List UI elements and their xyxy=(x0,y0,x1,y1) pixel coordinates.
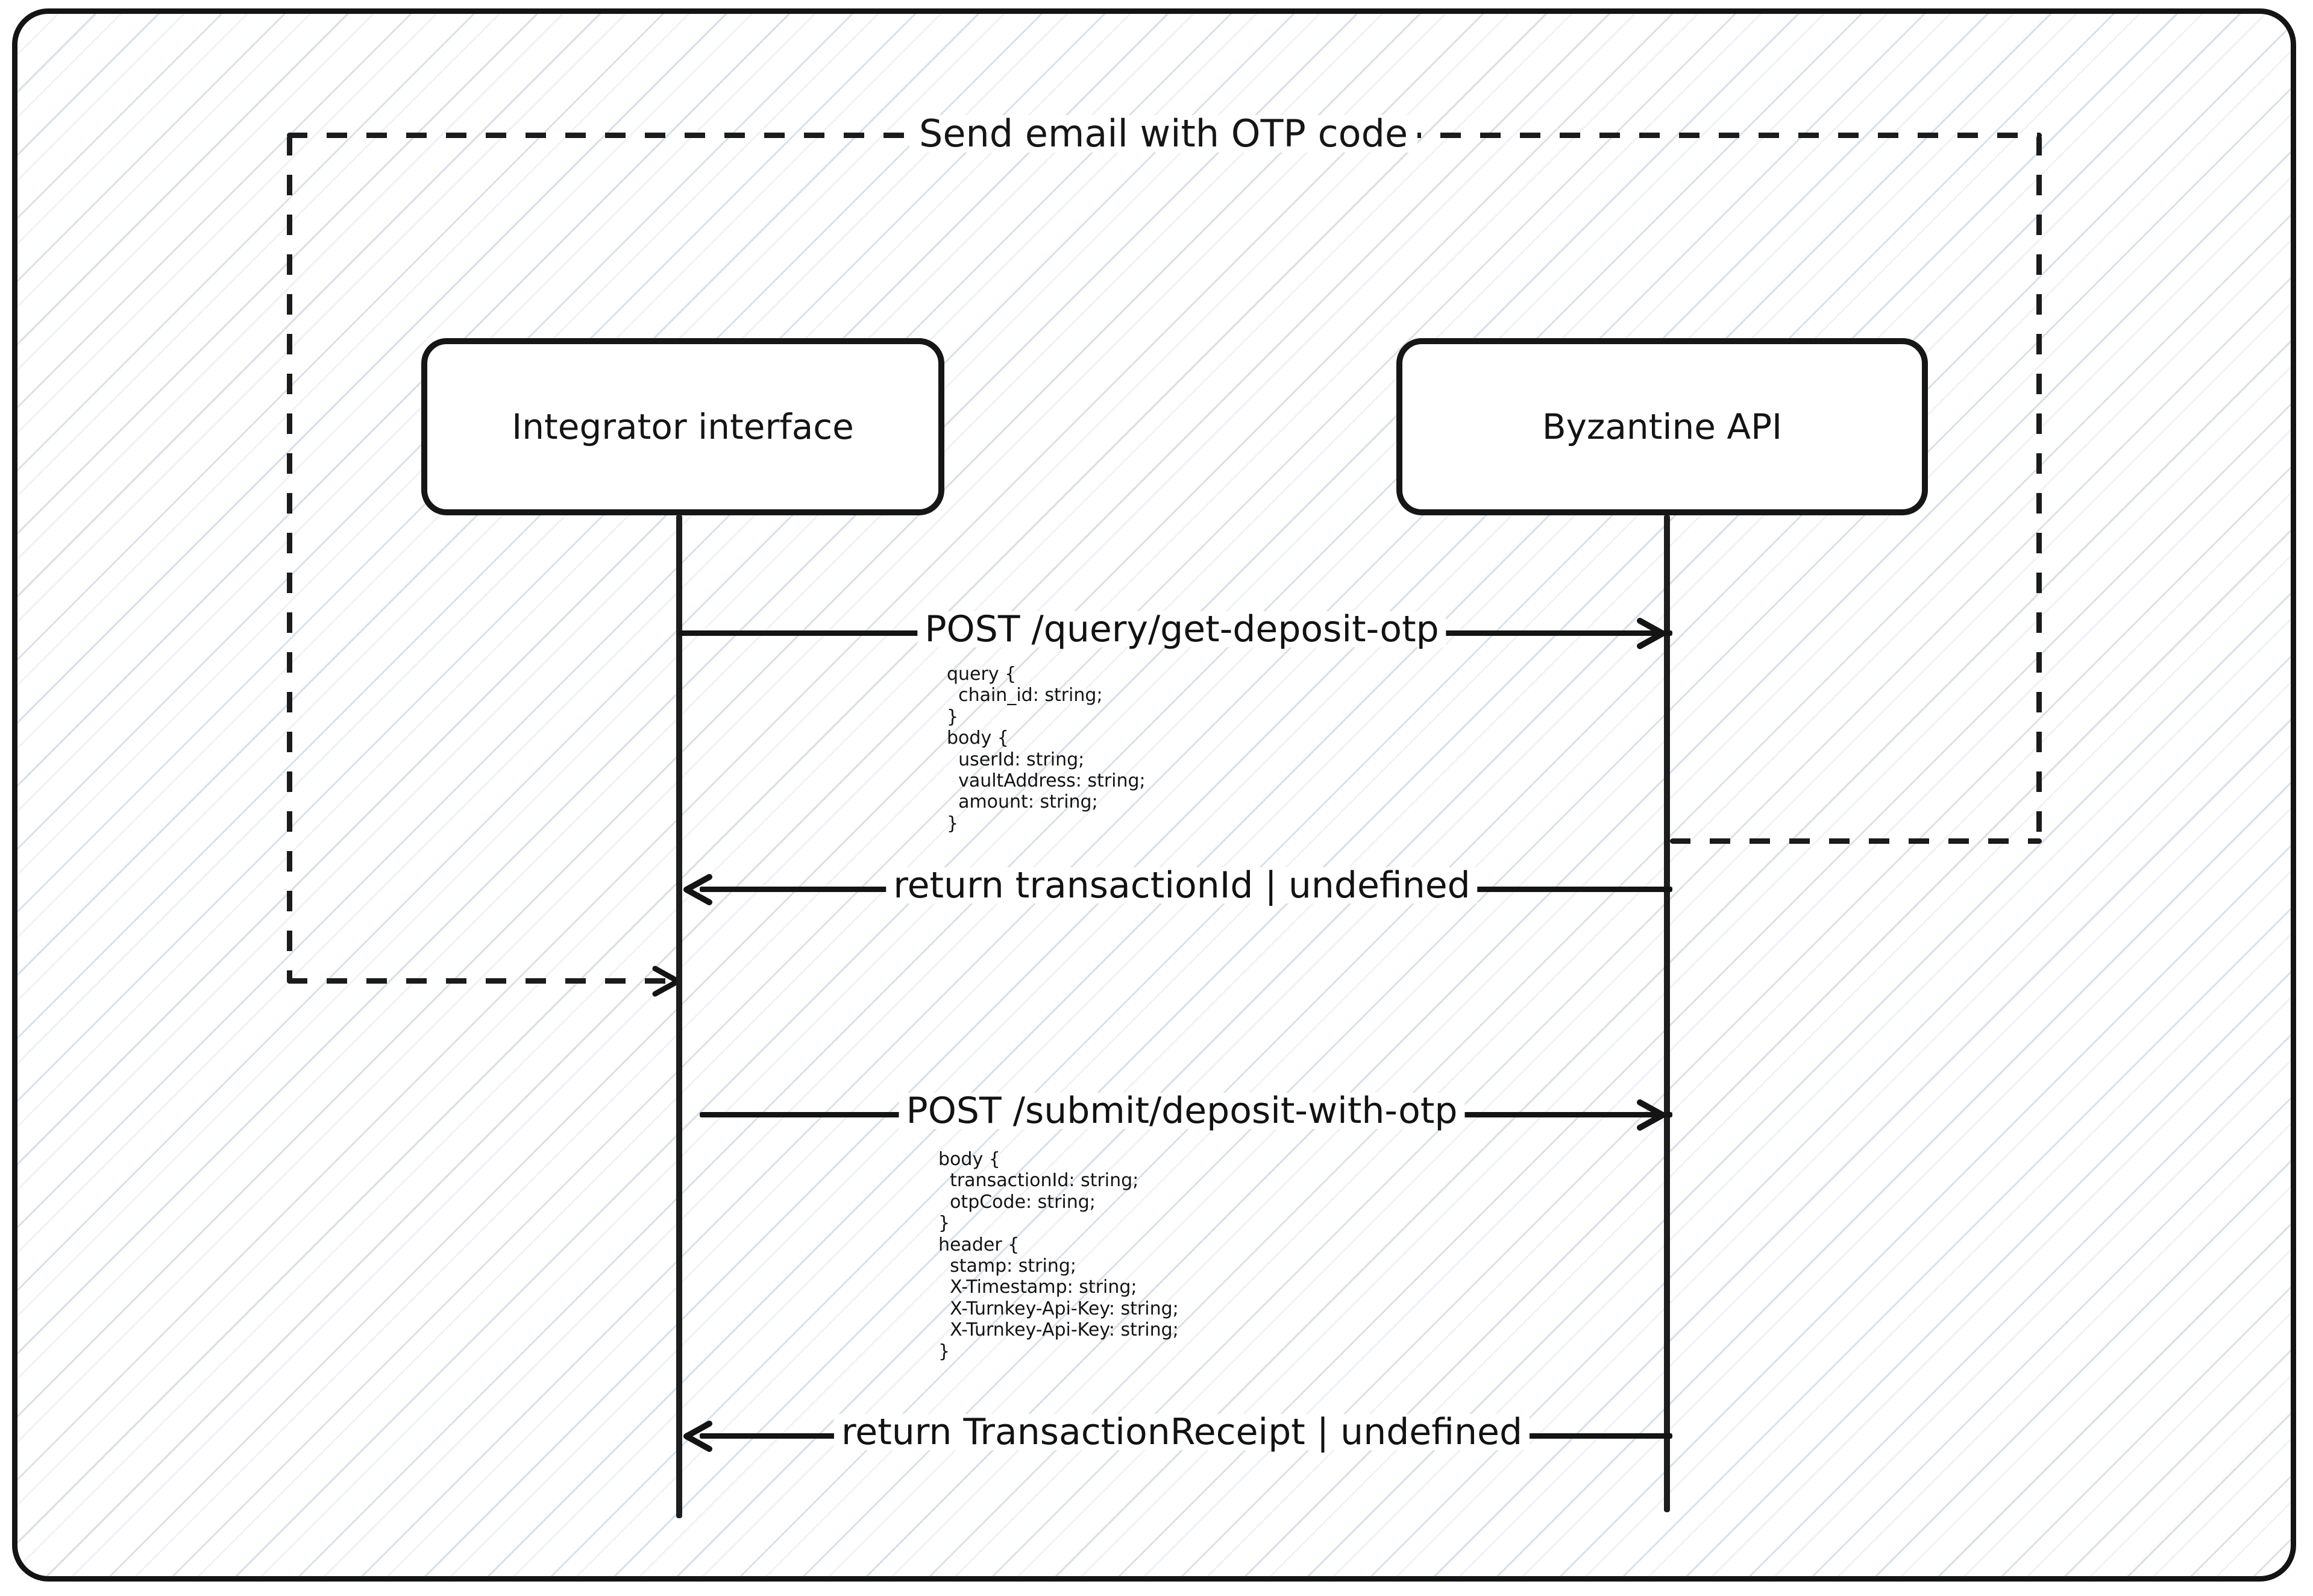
fragment-border-left xyxy=(287,135,292,984)
fragment-title: Send email with OTP code xyxy=(909,115,1418,152)
lifeline-integrator-interface xyxy=(676,515,682,1518)
diagram-stage: Send email with OTP code Integrator inte… xyxy=(17,14,2291,1576)
message-label-return-transaction-receipt: return TransactionReceipt | undefined xyxy=(833,1414,1530,1450)
lifeline-byzantine-api xyxy=(1664,515,1670,1512)
note-get-deposit-otp: query { chain_id: string; } body { userI… xyxy=(947,664,1146,834)
fragment-border-right xyxy=(2036,135,2042,843)
message-arrowhead-return-transaction-id xyxy=(679,871,717,908)
participant-byzantine-api[interactable]: Byzantine API xyxy=(1396,338,1928,515)
fragment-border-bottom-right xyxy=(1670,838,2042,844)
message-label-get-deposit-otp: POST /query/get-deposit-otp xyxy=(917,611,1446,647)
fragment-border-bottom-left xyxy=(287,978,673,984)
diagram-canvas: Send email with OTP code Integrator inte… xyxy=(12,8,2296,1582)
note-deposit-with-otp: body { transactionId: string; otpCode: s… xyxy=(938,1149,1179,1362)
participant-integrator-interface[interactable]: Integrator interface xyxy=(421,338,944,515)
message-arrowhead-return-transaction-receipt xyxy=(679,1418,717,1455)
message-label-return-transaction-id: return transactionId | undefined xyxy=(886,867,1478,903)
message-arrowhead-get-deposit-otp xyxy=(1633,615,1670,652)
message-label-deposit-with-otp: POST /submit/deposit-with-otp xyxy=(899,1093,1465,1129)
participant-label: Byzantine API xyxy=(1542,406,1783,447)
message-arrowhead-deposit-with-otp xyxy=(1633,1096,1670,1134)
participant-label: Integrator interface xyxy=(512,406,854,447)
